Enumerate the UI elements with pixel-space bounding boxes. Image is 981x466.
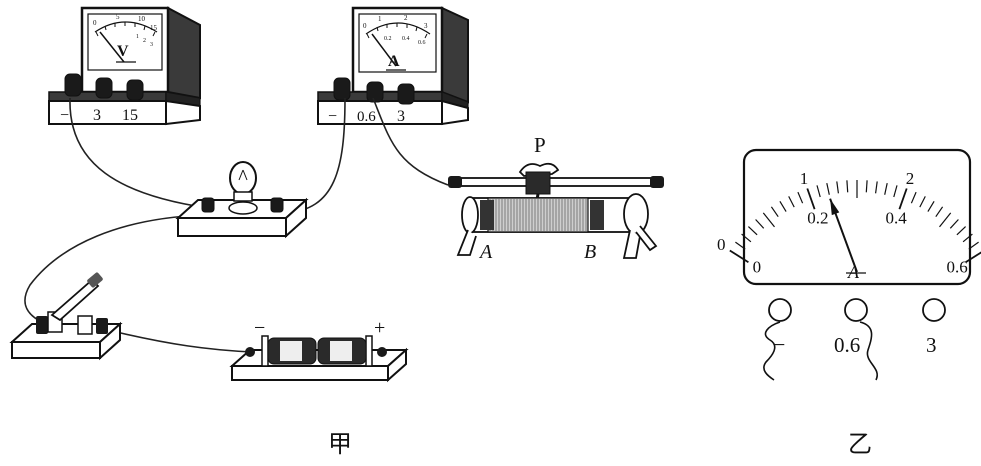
meter-detail-tick — [836, 181, 839, 194]
battery-holder: − + — [229, 317, 409, 383]
meter-detail-tick — [747, 226, 758, 236]
meter-detail-tick — [865, 180, 868, 193]
meter-detail-tick — [919, 196, 926, 208]
meter-detail-tick — [884, 182, 888, 195]
meter-detail-tick — [956, 226, 967, 236]
meter-detail-tick — [898, 188, 908, 210]
voltmeter-scale-0: 0 — [93, 19, 97, 27]
ammeter-needle — [371, 33, 397, 67]
ammeter-scale-2: 2 — [404, 14, 408, 22]
voltmeter-needle — [99, 31, 125, 63]
voltmeter-terminal-3: 3 — [93, 107, 101, 124]
meter-detail-symbol: A — [847, 262, 860, 282]
rheostat: P A B — [448, 133, 664, 263]
bulb-board — [175, 161, 309, 239]
bulb-icon — [229, 161, 257, 195]
meter-detail-face — [742, 148, 972, 286]
meter-detail-bottom-label: 0 — [753, 258, 762, 277]
wire-switch-to-battery — [107, 329, 253, 353]
voltmeter: 0 5 10 15 1 2 3 V − 3 15 — [48, 6, 201, 126]
meter-detail-tick — [949, 219, 959, 229]
ammeter-scale-3: 3 — [424, 22, 428, 30]
voltmeter-terminal-neg: − — [60, 107, 69, 124]
ammeter-terminal-neg: − — [328, 108, 337, 125]
meter-detail-tick — [910, 191, 917, 204]
voltmeter-symbol: V — [117, 43, 129, 60]
meter-detail-tick — [779, 200, 787, 212]
rheostat-end-b: B — [584, 241, 596, 263]
meter-detail-tick — [968, 241, 979, 250]
meter-detail-tick — [755, 219, 765, 229]
meter-detail-tick — [962, 233, 973, 243]
wire-voltmeter-to-bulb — [69, 97, 209, 209]
meter-detail-terminal-06: 0.6 — [834, 333, 860, 357]
battery-negative-label: − — [254, 317, 265, 339]
caption-right: 乙 — [848, 432, 872, 458]
ammeter-terminal-3: 3 — [397, 108, 405, 125]
ammeter-scale-small-02: 0.2 — [384, 36, 392, 42]
meter-detail-tick — [939, 212, 952, 228]
meter-detail-tick — [762, 212, 775, 228]
meter-detail-tick — [806, 188, 816, 210]
meter-detail-tick — [893, 185, 898, 198]
meter-detail-terminal-neg: − — [773, 332, 785, 357]
meter-detail-bottom-label: 0.2 — [807, 209, 828, 228]
voltmeter-scale-5: 5 — [116, 13, 120, 21]
ammeter: 0 1 2 3 0.2 0.4 0.6 A − 0.6 3 — [317, 6, 469, 126]
caption-left: 甲 — [328, 432, 352, 458]
meter-detail-tick — [965, 251, 981, 263]
knife-switch — [9, 272, 123, 361]
meter-detail-tick — [788, 196, 795, 208]
ammeter-scale-1: 1 — [378, 15, 382, 23]
meter-detail-bottom-label: 0.6 — [946, 258, 967, 277]
meter-detail-tick — [816, 185, 821, 198]
meter-detail-tick — [741, 233, 752, 243]
meter-detail-top-label: 1 — [800, 169, 809, 188]
voltmeter-scale-small-3: 3 — [150, 42, 153, 48]
meter-detail-top-label: 0 — [717, 235, 726, 254]
meter-detail-needle-tip — [830, 198, 840, 216]
rheostat-slider-label: P — [534, 133, 546, 157]
wire-ammeter-to-rheostat — [372, 97, 449, 186]
meter-detail-bottom-label: 0.4 — [885, 209, 907, 228]
rheostat-end-a: A — [478, 241, 493, 263]
voltmeter-terminal-15: 15 — [122, 107, 138, 124]
voltmeter-scale-small-1: 1 — [136, 34, 139, 40]
ammeter-scale-small-06: 0.6 — [418, 40, 426, 46]
voltmeter-scale-small-2: 2 — [143, 38, 146, 44]
battery-positive-label: + — [374, 317, 385, 339]
ammeter-symbol: A — [388, 53, 400, 70]
meter-detail-tick — [935, 206, 944, 218]
meter-detail-tick — [729, 249, 749, 263]
ammeter-terminal-06: 0.6 — [357, 109, 376, 125]
meter-detail-tick — [875, 181, 878, 194]
meter-detail-ticks — [729, 180, 981, 263]
meter-detail-tick — [735, 241, 746, 250]
meter-detail-top-label: 2 — [906, 169, 915, 188]
ammeter-scale-0: 0 — [363, 22, 367, 30]
meter-detail-tick — [770, 206, 779, 218]
switch-lever — [50, 278, 100, 322]
meter-detail-tick — [797, 191, 804, 204]
meter-detail-tick — [826, 182, 830, 195]
wire-bulb-to-switch — [24, 214, 206, 321]
ammeter-scale-small-04: 0.4 — [402, 36, 410, 42]
meter-detail-tick — [846, 180, 849, 193]
meter-detail-tick — [927, 200, 935, 212]
voltmeter-scale-15: 15 — [150, 24, 158, 32]
voltmeter-scale-10: 10 — [138, 15, 146, 23]
meter-detail-terminal-3: 3 — [926, 333, 937, 357]
wires — [24, 97, 449, 361]
